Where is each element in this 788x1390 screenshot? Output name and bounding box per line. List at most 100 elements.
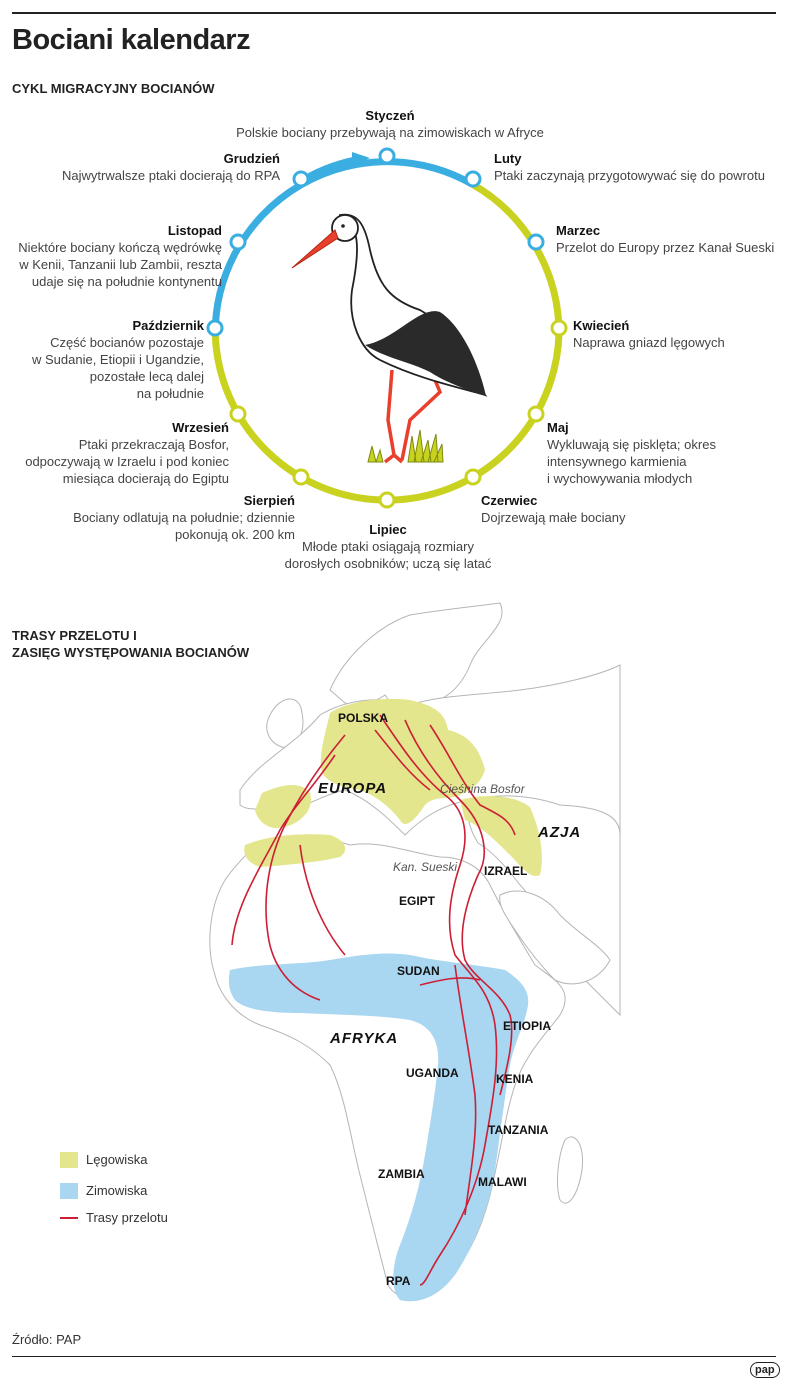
label-etiopia: ETIOPIA	[503, 1019, 551, 1033]
label-uganda: UGANDA	[406, 1066, 459, 1080]
month-desc: Ptaki przekraczają Bosfor, odpoczywają w…	[25, 437, 229, 486]
route-eastern	[379, 714, 498, 1286]
label-malawi: MALAWI	[478, 1175, 527, 1189]
label-polska: POLSKA	[338, 711, 388, 725]
month-desc: Naprawa gniazd lęgowych	[573, 335, 725, 350]
month-april: Kwiecień Naprawa gniazd lęgowych	[573, 317, 773, 351]
route-eastern-4	[454, 964, 477, 1216]
month-november: Listopad Niektóre bociany kończą wędrówk…	[6, 222, 222, 290]
cycle-heading: CYKL MIGRACYJNY BOCIANÓW	[12, 81, 215, 96]
label-sueski: Kan. Sueski	[393, 860, 457, 874]
label-afryka: AFRYKA	[329, 1030, 398, 1047]
month-july: Lipiec Młode ptaki osiągają rozmiary dor…	[258, 521, 518, 572]
month-marker	[464, 170, 482, 188]
label-azja: AZJA	[537, 824, 581, 841]
cycle-arrow-icon	[352, 152, 370, 166]
breeding-range-iberia	[255, 785, 311, 829]
migration-cycle-diagram	[206, 147, 568, 509]
breeding-range-turkey	[460, 795, 542, 876]
month-desc: Polskie bociany przebywają na zimowiskac…	[236, 125, 544, 140]
month-name: Luty	[494, 151, 522, 166]
month-name: Kwiecień	[573, 318, 630, 333]
label-egipt: EGIPT	[399, 894, 436, 908]
route-eastern-2	[404, 719, 513, 1096]
month-name: Wrzesień	[172, 420, 229, 435]
winter-arc	[211, 158, 474, 335]
month-desc: Przelot do Europy przez Kanał Sueski	[556, 240, 775, 255]
month-marker	[378, 147, 396, 165]
month-marker	[292, 468, 310, 486]
label-europa: EUROPA	[318, 780, 387, 797]
migration-routes	[231, 714, 516, 1286]
month-desc: Najwytrwalsze ptaki docierają do RPA	[62, 168, 280, 183]
month-august: Sierpień Bociany odlatują na południe; d…	[40, 492, 295, 543]
scandinavia-landmass	[329, 602, 503, 711]
route-western	[265, 734, 346, 1001]
route-western-2	[231, 754, 336, 946]
month-june: Czerwiec Dojrzewają małe bociany	[481, 492, 741, 526]
month-name: Sierpień	[243, 493, 295, 508]
month-desc: Ptaki zaczynają przygotowywać się do pow…	[494, 168, 765, 183]
pap-logo: pap	[750, 1362, 780, 1378]
month-january: Styczeń Polskie bociany przebywają na zi…	[230, 107, 550, 141]
month-desc: Bociany odlatują na południe; dziennie p…	[73, 510, 295, 542]
month-october: Październik Część bocianów pozostaje w S…	[10, 317, 204, 402]
legend-label-routes: Trasy przelotu	[86, 1210, 168, 1225]
route-sudan	[419, 977, 481, 986]
legend-swatch-breeding	[60, 1152, 78, 1168]
wintering-range	[228, 953, 529, 1302]
legend-label-wintering: Zimowiska	[86, 1183, 148, 1198]
month-marker	[527, 405, 545, 423]
month-name: Lipiec	[369, 522, 407, 537]
month-desc: Młode ptaki osiągają rozmiary dorosłych …	[284, 539, 492, 571]
month-desc: Część bocianów pozostaje w Sudanie, Etio…	[32, 335, 204, 401]
label-rpa: RPA	[386, 1274, 411, 1288]
month-name: Czerwiec	[481, 493, 538, 508]
label-tanzania: TANZANIA	[488, 1123, 549, 1137]
month-september: Wrzesień Ptaki przekraczają Bosfor, odpo…	[10, 419, 229, 487]
madagascar-landmass	[557, 1136, 584, 1204]
breeding-range-europe	[320, 698, 485, 825]
map-heading: TRASY PRZELOTU I ZASIĘG WYSTĘPOWANIA BOC…	[12, 628, 250, 660]
legend-label-breeding: Lęgowiska	[86, 1152, 148, 1167]
month-march: Marzec Przelot do Europy przez Kanał Sue…	[556, 222, 784, 256]
route-western-3	[299, 844, 346, 956]
stork-icon	[291, 213, 488, 464]
month-name: Maj	[547, 420, 569, 435]
month-february: Luty Ptaki zaczynają przygotowywać się d…	[494, 150, 784, 184]
month-desc: Niektóre bociany kończą wędrówkę w Kenii…	[18, 240, 222, 289]
month-name: Październik	[132, 318, 204, 333]
month-marker	[550, 319, 568, 337]
route-nile	[374, 729, 431, 791]
month-marker	[378, 491, 396, 509]
label-zambia: ZAMBIA	[378, 1167, 425, 1181]
month-marker	[206, 319, 224, 337]
summer-arc	[211, 180, 563, 504]
route-eastern-3	[429, 724, 516, 836]
month-marker	[292, 170, 310, 188]
month-markers	[206, 147, 568, 509]
top-rule	[12, 12, 776, 14]
label-kenia: KENIA	[496, 1072, 534, 1086]
month-marker	[464, 468, 482, 486]
month-name: Listopad	[167, 223, 222, 238]
month-name: Grudzień	[223, 151, 280, 166]
month-december: Grudzień Najwytrwalsze ptaki docierają d…	[20, 150, 280, 184]
label-bosfor: Cieśnina Bosfor	[440, 782, 526, 796]
month-name: Marzec	[556, 223, 601, 238]
legend-swatch-routes	[60, 1217, 78, 1219]
breeding-range-maghreb	[244, 834, 346, 867]
page-title: Bociani kalendarz	[12, 24, 251, 56]
month-desc: Dojrzewają małe bociany	[481, 510, 626, 525]
month-desc: Wykluwają się pisklęta; okres intensywne…	[547, 437, 716, 486]
label-izrael: IZRAEL	[484, 864, 527, 878]
source-note: Źródło: PAP	[12, 1332, 82, 1347]
month-may: Maj Wykluwają się pisklęta; okres intens…	[547, 419, 777, 487]
month-marker	[527, 233, 545, 251]
month-marker	[229, 405, 247, 423]
label-sudan: SUDAN	[397, 964, 440, 978]
bottom-rule	[12, 1356, 776, 1357]
arabia-landmass	[499, 890, 611, 985]
month-name: Styczeń	[365, 108, 415, 123]
month-marker	[229, 233, 247, 251]
